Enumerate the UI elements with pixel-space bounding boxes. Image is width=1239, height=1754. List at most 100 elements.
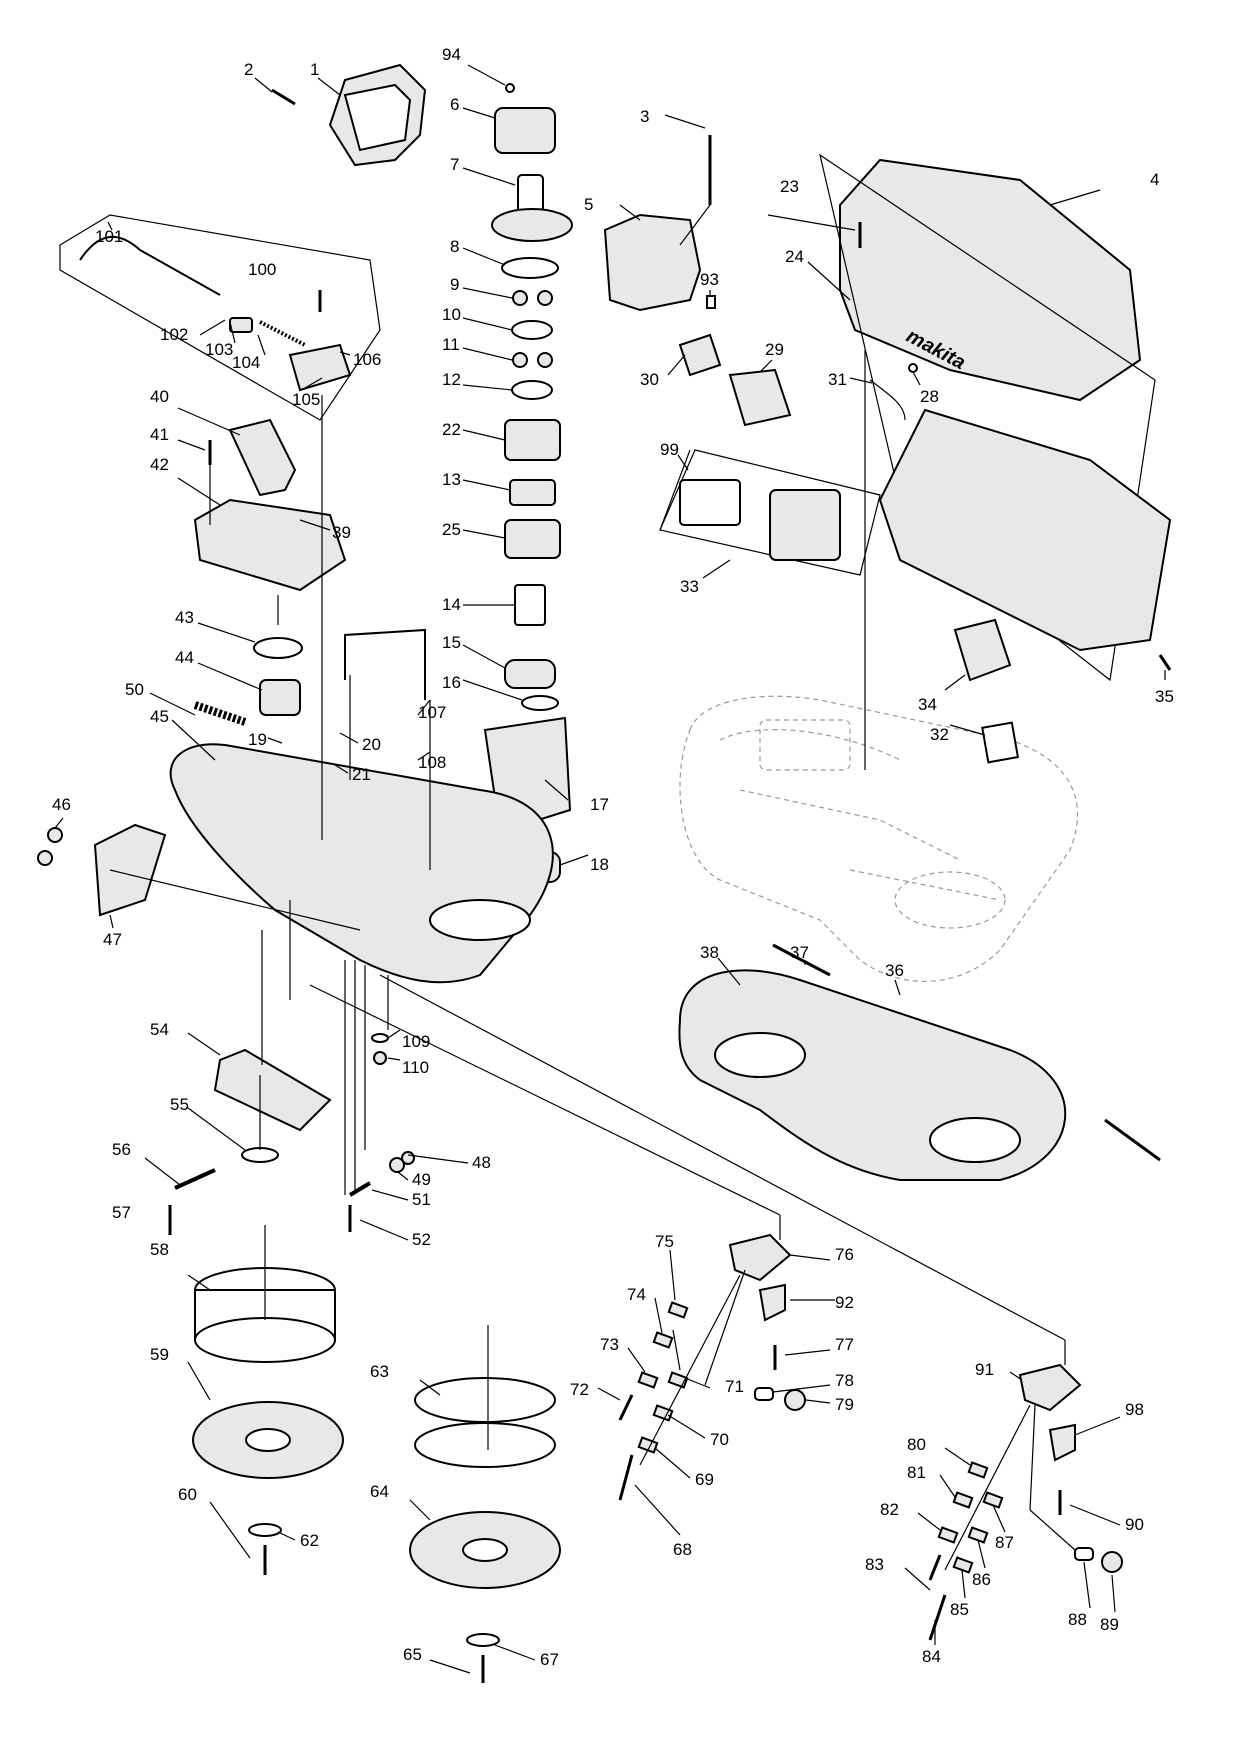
label-44: 44 [175,648,194,667]
label-46: 46 [52,795,71,814]
label-84: 84 [922,1647,941,1666]
label-13: 13 [442,470,461,489]
label-101: 101 [95,227,123,246]
label-31: 31 [828,370,847,389]
label-52: 52 [412,1230,431,1249]
label-83: 83 [865,1555,884,1574]
label-32: 32 [930,725,949,744]
label-85: 85 [950,1600,969,1619]
label-24: 24 [785,247,804,266]
assembly-lines [109,204,1076,1571]
part-illustrations: makita [37,63,1172,1683]
label-86: 86 [972,1570,991,1589]
label-89: 89 [1100,1615,1119,1634]
label-6: 6 [450,95,459,114]
part-labels: 1 2 3 4 5 6 7 8 9 10 11 12 13 14 15 16 1… [52,45,1174,1669]
label-110: 110 [402,1058,429,1077]
label-15: 15 [442,633,461,652]
label-59: 59 [150,1345,169,1364]
label-87: 87 [995,1533,1014,1552]
label-38: 38 [700,943,719,962]
label-58: 58 [150,1240,169,1259]
label-72: 72 [570,1380,589,1399]
label-5: 5 [584,195,593,214]
label-62: 62 [300,1531,319,1550]
label-56: 56 [112,1140,131,1159]
label-94: 94 [442,45,461,64]
label-67: 67 [540,1650,559,1669]
label-108: 108 [418,753,446,772]
label-68: 68 [673,1540,692,1559]
label-3: 3 [640,107,649,126]
label-49: 49 [412,1170,431,1189]
label-73: 73 [600,1335,619,1354]
label-23: 23 [780,177,799,196]
label-36: 36 [885,961,904,980]
label-74: 74 [627,1285,646,1304]
label-12: 12 [442,370,461,389]
label-91: 91 [975,1360,994,1379]
label-30: 30 [640,370,659,389]
label-50: 50 [125,680,144,699]
label-4: 4 [1150,170,1159,189]
label-93: 93 [700,270,719,289]
label-11: 11 [442,335,460,354]
label-9: 9 [450,275,459,294]
label-43: 43 [175,608,194,627]
label-17: 17 [590,795,609,814]
label-45: 45 [150,707,169,726]
label-64: 64 [370,1482,389,1501]
label-37: 37 [790,943,809,962]
label-88: 88 [1068,1610,1087,1629]
label-76: 76 [835,1245,854,1264]
label-60: 60 [178,1485,197,1504]
label-99: 99 [660,440,679,459]
label-80: 80 [907,1435,926,1454]
label-34: 34 [918,695,937,714]
label-1: 1 [310,60,319,79]
label-2: 2 [244,60,253,79]
label-92: 92 [835,1293,854,1312]
label-28: 28 [920,387,939,406]
label-98: 98 [1125,1400,1144,1419]
label-71: 71 [725,1377,744,1396]
label-104: 104 [232,353,260,372]
label-54: 54 [150,1020,169,1039]
label-10: 10 [442,305,461,324]
label-39: 39 [332,523,351,542]
ghost-assembly-outline [679,695,1079,982]
label-69: 69 [695,1470,714,1489]
label-78: 78 [835,1371,854,1390]
label-77: 77 [835,1335,854,1354]
label-75: 75 [655,1232,674,1251]
label-8: 8 [450,237,459,256]
label-103: 103 [205,340,233,359]
label-106: 106 [353,350,381,369]
label-41: 41 [150,425,169,444]
label-105: 105 [292,390,320,409]
label-55: 55 [170,1095,189,1114]
label-109: 109 [402,1032,430,1051]
leader-lines [54,64,1166,1674]
label-29: 29 [765,340,784,359]
label-100: 100 [248,260,276,279]
label-79: 79 [835,1395,854,1414]
label-102: 102 [160,325,188,344]
label-33: 33 [680,577,699,596]
label-22: 22 [442,420,461,439]
label-63: 63 [370,1362,389,1381]
label-42: 42 [150,455,169,474]
label-70: 70 [710,1430,729,1449]
label-65: 65 [403,1645,422,1664]
label-107: 107 [418,703,446,722]
label-82: 82 [880,1500,899,1519]
label-47: 47 [103,930,122,949]
label-18: 18 [590,855,609,874]
label-40: 40 [150,387,169,406]
label-25: 25 [442,520,461,539]
label-90: 90 [1125,1515,1144,1534]
label-35: 35 [1155,687,1174,706]
label-14: 14 [442,595,461,614]
label-19: 19 [248,730,267,749]
label-51: 51 [412,1190,431,1209]
